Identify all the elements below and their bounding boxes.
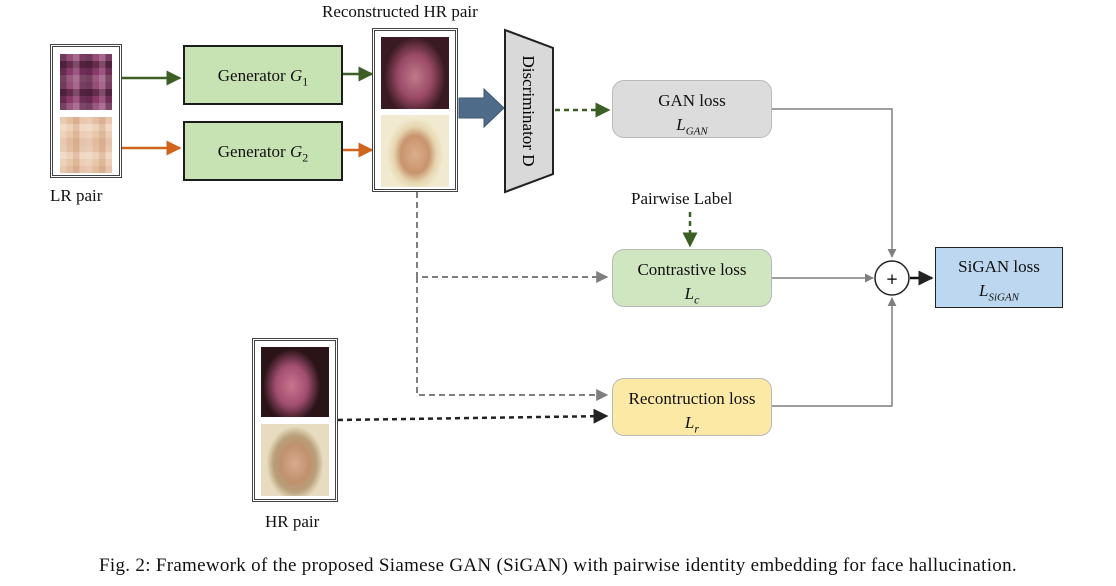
- lr-face-2: [60, 117, 112, 173]
- discriminator-label: Discriminator D: [519, 56, 538, 167]
- generator-g2-symbol: G: [289, 142, 303, 161]
- sigan-loss-symbol: L: [978, 281, 989, 300]
- figure-caption: Fig. 2: Framework of the proposed Siames…: [99, 555, 1017, 576]
- sum-node-symbol: +: [886, 270, 899, 288]
- hr-pair-label: HR pair: [265, 512, 320, 531]
- reconstructed-face-1: [381, 37, 449, 109]
- generator-g2-subscript: 2: [302, 150, 309, 165]
- hr-pair-image: [252, 338, 338, 502]
- contrastive-loss-title: Contrastive loss: [637, 260, 747, 279]
- gan-loss-symbol: L: [676, 115, 686, 134]
- generator-g1-subscript: 1: [302, 74, 309, 89]
- reconstruction-loss-subscript: r: [694, 421, 700, 436]
- generator-g2-box: Generator G2: [183, 121, 343, 181]
- reconstruction-loss-box: Recontruction loss Lr: [612, 378, 772, 436]
- reconstruction-loss-symbol: L: [684, 413, 695, 432]
- arrow-hr-pair-to-reconstruction: [337, 408, 609, 424]
- hr-face-2: [261, 424, 329, 496]
- dashed-hr-to-reconstruction: [416, 277, 609, 401]
- line-gan-to-sum: [772, 108, 897, 258]
- reconstructed-hr-pair-label: Reconstructed HR pair: [322, 2, 478, 21]
- generator-g1-box: Generator G1: [183, 45, 343, 105]
- line-reconstruction-to-sum: [772, 297, 897, 407]
- sum-node: [874, 260, 910, 296]
- discriminator-shape: [504, 28, 554, 194]
- generator-g2-text: Generator: [217, 142, 290, 161]
- lr-face-1: [60, 54, 112, 110]
- pairwise-label-text: Pairwise Label: [631, 189, 733, 208]
- lr-pair-label: LR pair: [50, 186, 103, 205]
- sigan-loss-box: SiGAN loss LSiGAN: [935, 247, 1063, 308]
- sigan-loss-title: SiGAN loss: [958, 257, 1040, 276]
- lr-pair-image: [50, 44, 122, 178]
- contrastive-loss-symbol: L: [684, 284, 695, 303]
- reconstructed-face-2: [381, 115, 449, 187]
- arrow-hr-to-discriminator: [458, 87, 505, 129]
- contrastive-loss-subscript: c: [694, 292, 700, 307]
- hr-face-1: [261, 347, 329, 417]
- gan-loss-title: GAN loss: [658, 91, 726, 110]
- contrastive-loss-box: Contrastive loss Lc: [612, 249, 772, 307]
- reconstruction-loss-title: Recontruction loss: [628, 389, 756, 408]
- generator-g1-text: Generator: [217, 66, 290, 85]
- gan-loss-box: GAN loss LGAN: [612, 80, 772, 138]
- sigan-loss-subscript: SiGAN: [988, 291, 1020, 304]
- reconstructed-hr-pair-image: [372, 28, 458, 192]
- gan-loss-subscript: GAN: [685, 125, 708, 138]
- generator-g1-symbol: G: [289, 66, 303, 85]
- dashed-hr-to-contrastive: [416, 192, 609, 283]
